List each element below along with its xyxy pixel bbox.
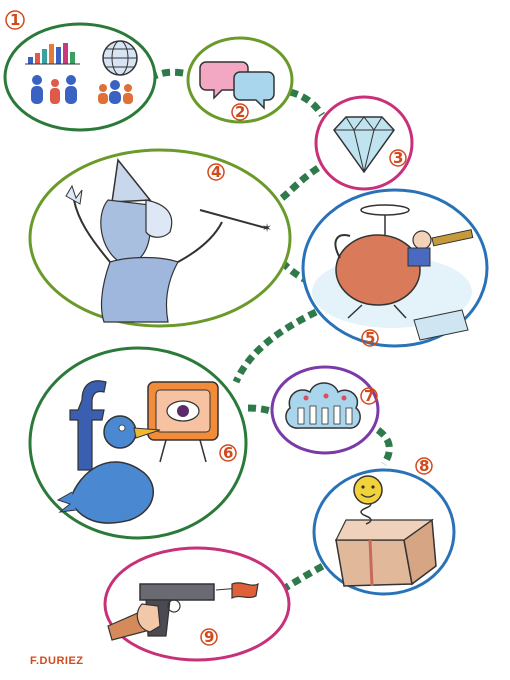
node-1: 1 xyxy=(3,10,157,132)
node-9: 9 xyxy=(103,546,291,662)
connector-3-4 xyxy=(279,165,320,201)
audience-data-icon xyxy=(25,40,138,104)
connector-6-7 xyxy=(247,404,276,416)
svg-text:✶: ✶ xyxy=(262,221,272,235)
node-number-7: 7 xyxy=(364,387,374,405)
node-8: 8 xyxy=(312,457,456,596)
node-4: ✶ 4 xyxy=(28,148,292,328)
node-2: 2 xyxy=(186,36,294,124)
node-number-5: 5 xyxy=(365,329,375,347)
node-7: 7 xyxy=(270,365,380,455)
node-6: 6 xyxy=(28,346,248,540)
community-cloud-icon xyxy=(285,382,361,429)
pistol-icon xyxy=(107,582,259,641)
diamond-icon xyxy=(333,116,395,174)
node-number-4: 4 xyxy=(211,163,221,181)
node-number-8: 8 xyxy=(419,457,429,475)
node-number-2: 2 xyxy=(235,103,245,121)
social-media-icon xyxy=(56,380,219,524)
jack-in-the-box-icon xyxy=(335,475,437,587)
helicopter-lookout-icon xyxy=(312,204,474,341)
node-3: 3 xyxy=(314,95,414,191)
connector-5-6 xyxy=(232,308,318,384)
connector-7-8 xyxy=(375,427,393,466)
node-5: 5 xyxy=(301,188,489,348)
artist-signature: F.DURIEZ xyxy=(30,655,84,667)
wizard-girl-icon: ✶ xyxy=(65,158,272,323)
node-number-6: 6 xyxy=(223,444,233,462)
speech-bubbles-icon xyxy=(199,61,275,110)
node-number-3: 3 xyxy=(393,149,403,167)
node-number-1: 1 xyxy=(10,11,20,29)
connector-2-3 xyxy=(288,88,325,117)
node-number-9: 9 xyxy=(204,628,214,646)
